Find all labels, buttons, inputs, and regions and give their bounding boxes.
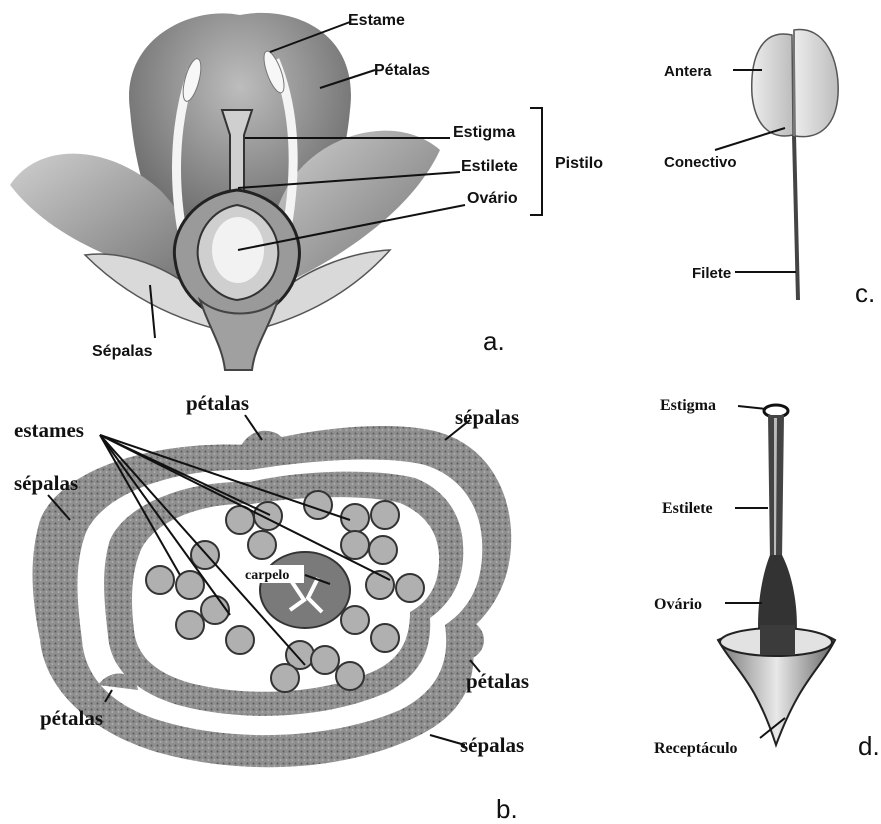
label-sepalas-left: sépalas [14,471,78,495]
label-petalas-right: pétalas [466,669,529,693]
panel-letter-c: c. [855,278,875,308]
label-estigma-d: Estigma [660,397,716,414]
label-ovario-a: Ovário [467,190,518,207]
anther-cs [201,596,229,624]
label-ovario-d: Ovário [654,596,702,613]
label-carpelo: carpelo [245,568,289,583]
panel-letter-a: a. [483,326,505,356]
panel-c-stamen: Antera Conectivo Filete c. [664,30,875,308]
anther-cs [176,571,204,599]
label-sepalas-top-right: sépalas [455,405,519,429]
anther-cs [254,502,282,530]
label-estilete-d: Estilete [662,500,713,517]
label-conectivo: Conectivo [664,154,737,171]
anther-cs [248,531,276,559]
anther-cs [371,624,399,652]
label-estame: Estame [348,12,405,29]
anther-cs [311,646,339,674]
pistilo-bracket [530,108,542,215]
panel-a-flower-section: Estame Pétalas Estigma Estilete Ovário P… [10,12,603,370]
anther-cs [226,626,254,654]
leader-conectivo [715,128,785,150]
leader-estigma-d [738,406,766,409]
anther-cs [371,501,399,529]
label-receptaculo: Receptáculo [654,740,738,757]
label-petalas-a: Pétalas [374,62,430,79]
anther-cs [396,574,424,602]
label-estilete-a: Estilete [461,158,518,175]
anther-right-lobe [794,30,838,137]
label-antera: Antera [664,63,712,80]
panel-letter-d: d. [858,731,880,761]
anther-cs [146,566,174,594]
anther-cs [341,531,369,559]
panel-letter-b: b. [496,794,518,824]
anther-cs [341,606,369,634]
anther-cs [369,536,397,564]
filament [794,135,798,300]
label-petalas-top: pétalas [186,391,249,415]
panel-d-pistil: Estigma Estilete Ovário Receptáculo d. [654,397,880,761]
label-filete: Filete [692,265,731,282]
ovary-base [760,625,795,655]
label-sepalas-a: Sépalas [92,343,153,360]
petal-bump-top [240,431,290,448]
label-pistilo: Pistilo [555,155,603,172]
anther-cs [176,611,204,639]
anther-cs [336,662,364,690]
carpel [260,552,350,628]
label-petalas-left: pétalas [40,706,103,730]
label-sepalas-bottom: sépalas [460,733,524,757]
anther-cs [271,664,299,692]
panel-b-cross-section: carpelo estames pétalas sépalas sépalas … [14,391,529,824]
anther-left-lobe [752,34,793,136]
label-estames: estames [14,418,84,442]
label-estigma-a: Estigma [453,124,515,141]
